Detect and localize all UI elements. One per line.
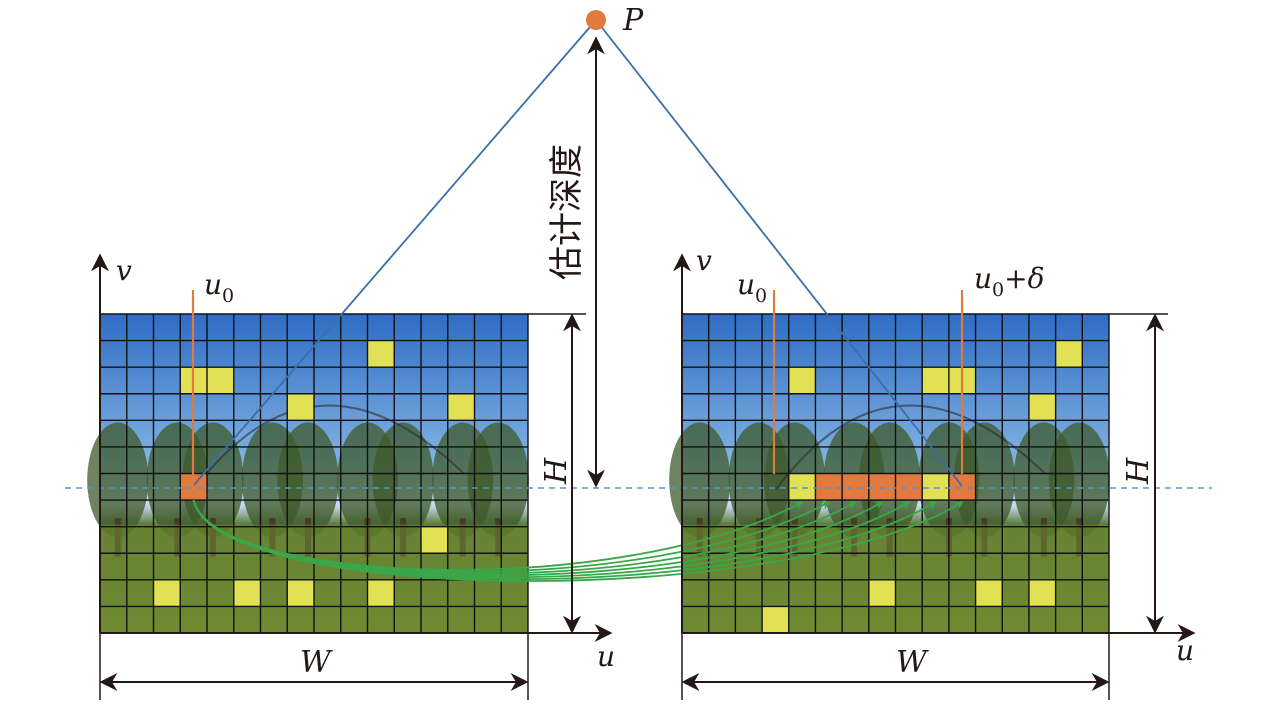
feature-cell (421, 526, 448, 554)
feature-cell (287, 393, 314, 421)
right-image (669, 313, 1110, 634)
feature-cell (207, 367, 234, 394)
point-p-label: P (622, 3, 644, 38)
tree-canopy (953, 422, 1015, 538)
feature-cell (788, 367, 816, 394)
right-u0-label: u0 (737, 268, 767, 307)
search-cell (922, 473, 949, 501)
left-height-label: H (539, 457, 574, 485)
left-u-label: u (597, 640, 615, 673)
tree-canopy (467, 422, 529, 538)
right-height-label: H (1121, 457, 1156, 485)
feature-cell (367, 340, 395, 368)
left-width-label: W (300, 645, 333, 680)
feature-cell (975, 579, 1003, 607)
feature-cell (287, 579, 314, 607)
match-arrow (192, 499, 964, 582)
feature-cell (1028, 393, 1056, 421)
left-ray (192, 19, 597, 487)
right-u-label: u (1176, 634, 1194, 667)
tree-canopy (669, 422, 731, 538)
search-cell (948, 473, 976, 501)
feature-cell (1028, 579, 1056, 607)
feature-cell (233, 579, 261, 607)
feature-cell (153, 579, 181, 607)
feature-cell (367, 579, 395, 607)
right-ray (595, 19, 963, 487)
tree-canopy (87, 422, 149, 538)
tree-canopy (277, 422, 339, 538)
depth-label: 估计深度 (547, 144, 587, 280)
feature-cell (922, 367, 949, 394)
tree-canopy (1048, 422, 1110, 538)
left-highlight-cells (153, 340, 475, 607)
left-u0-label: u0 (204, 268, 234, 307)
greenhouse-frame (193, 404, 465, 491)
tree-canopy (372, 422, 434, 538)
left-v-label: v (116, 254, 132, 287)
right-delta-label: u0+δ (974, 262, 1044, 301)
search-cell (788, 473, 816, 501)
right-width-label: W (896, 645, 929, 680)
feature-cell (1055, 340, 1083, 368)
feature-cell (868, 579, 896, 607)
left-image (87, 313, 529, 634)
search-cell (895, 473, 923, 501)
matching-arrows (192, 499, 964, 582)
feature-cell (762, 606, 789, 633)
right-v-label: v (696, 244, 712, 277)
search-cell (842, 473, 869, 501)
search-cell (868, 473, 896, 501)
greenhouse-frame (775, 404, 1046, 491)
search-cell (815, 473, 843, 501)
feature-cell (447, 393, 475, 421)
point-p (586, 10, 606, 30)
